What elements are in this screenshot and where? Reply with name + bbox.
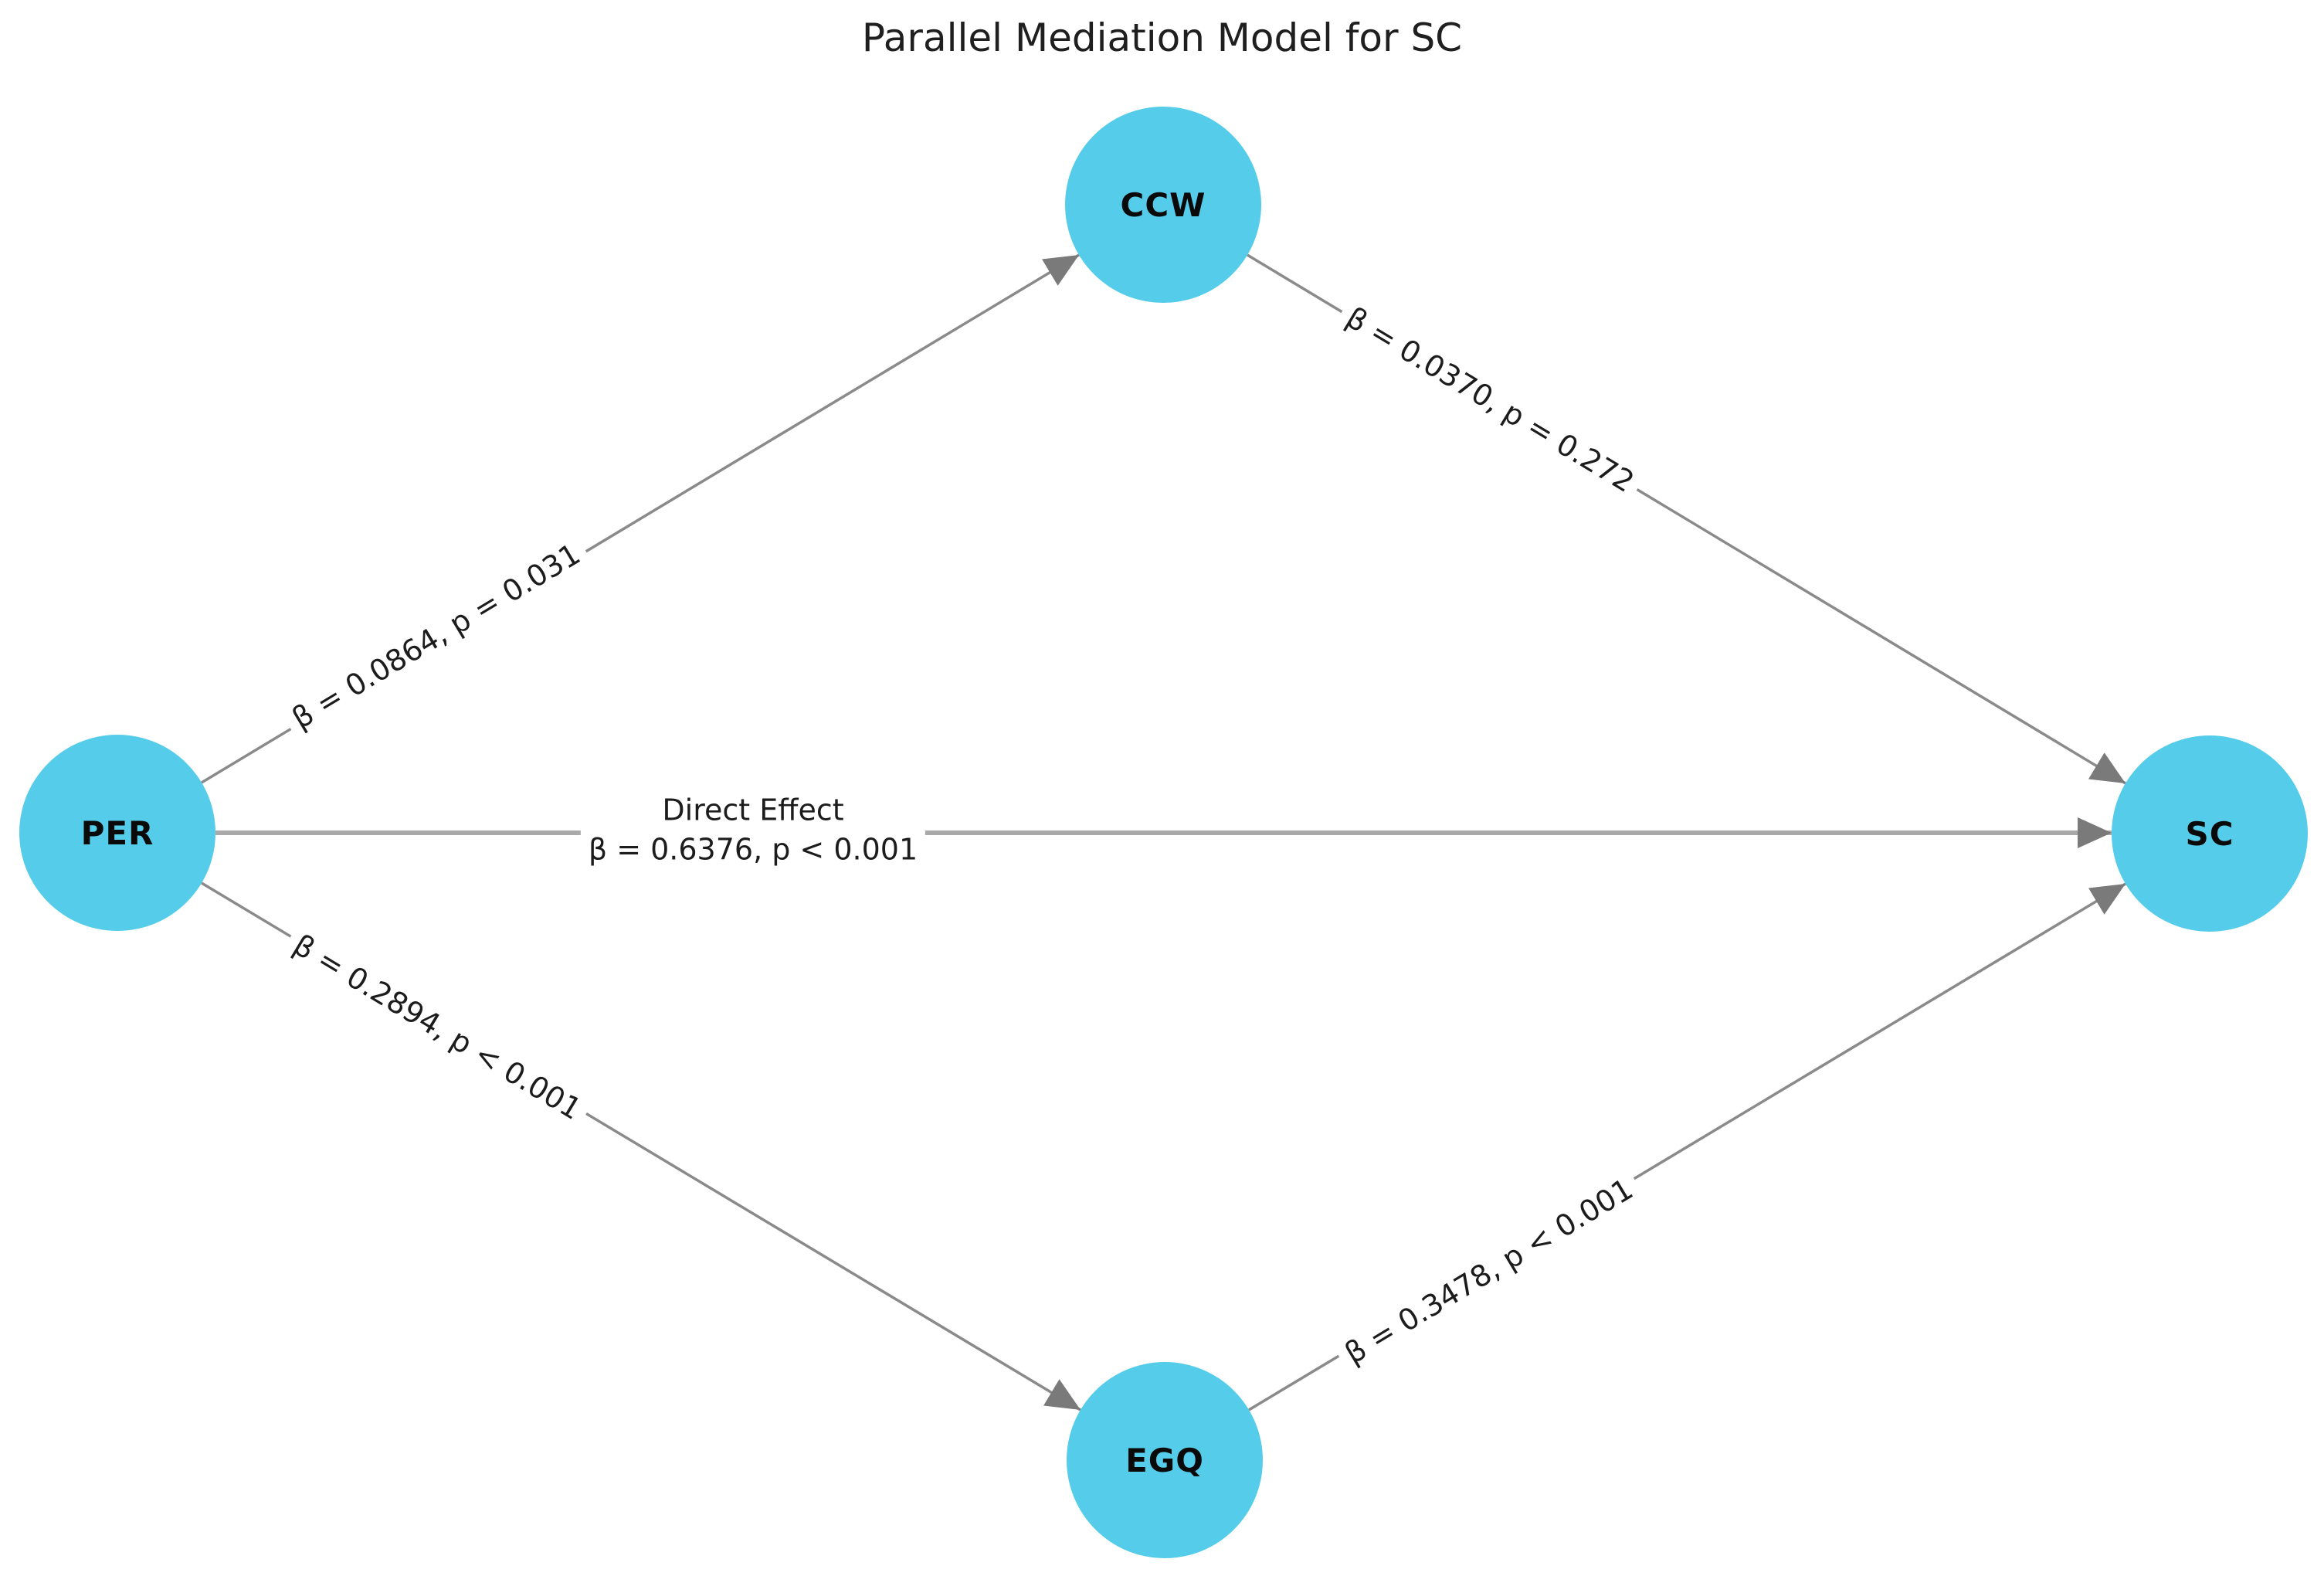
node-sc: SC [2112,735,2308,932]
node-egq-label: EGQ [1125,1441,1204,1479]
node-ccw-label: CCW [1120,185,1206,224]
node-ccw: CCW [1065,107,1261,303]
diagram-title: Parallel Mediation Model for SC [861,15,1463,60]
node-sc-label: SC [2185,814,2234,853]
node-per-label: PER [80,813,154,852]
direct-effect-stats: β = 0.6376, p < 0.001 [588,833,918,867]
node-per: PER [19,735,215,931]
edge-label-direct-effect: Direct Effect β = 0.6376, p < 0.001 [580,786,926,875]
direct-effect-caption: Direct Effect [662,793,844,827]
node-egq: EGQ [1067,1362,1263,1558]
